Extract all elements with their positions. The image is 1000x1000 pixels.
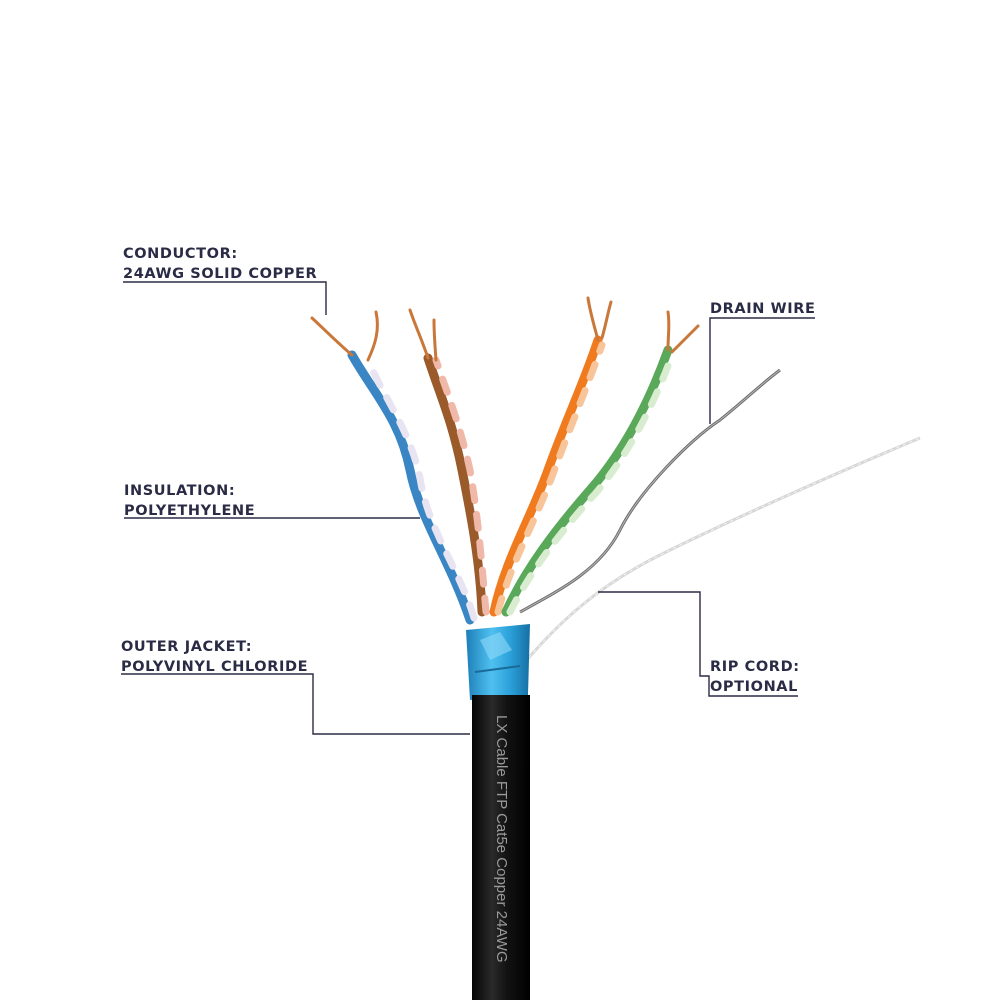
outer-jacket-leader (121, 673, 470, 735)
insulation-title: INSULATION: (124, 483, 236, 499)
twisted-pair-brown (408, 308, 490, 617)
jacket-print: LX Cable FTP Cat5e Copper 24AWG (493, 715, 510, 963)
rip-cord-label: RIP CORD: OPTIONAL (710, 657, 800, 697)
drain-wire (519, 368, 781, 614)
conductor-leader (123, 281, 327, 315)
twisted-pair-green (501, 310, 700, 617)
outer-jacket-title: OUTER JACKET: (121, 639, 253, 655)
rip-cord-detail: OPTIONAL (710, 679, 798, 695)
leader-lines (121, 281, 815, 735)
outer-jacket-label: OUTER JACKET: POLYVINYL CHLORIDE (121, 637, 308, 677)
conductor-detail: 24AWG SOLID COPPER (123, 266, 318, 282)
drain-wire-leader (709, 317, 815, 424)
insulation-label: INSULATION: POLYETHYLENE (124, 481, 255, 521)
outer-jacket: LX Cable FTP Cat5e Copper 24AWG (472, 695, 530, 1000)
outer-jacket-detail: POLYVINYL CHLORIDE (121, 659, 309, 675)
conductor-label: CONDUCTOR: 24AWG SOLID COPPER (123, 244, 317, 284)
drain-wire-title: DRAIN WIRE (710, 301, 816, 317)
conductor-title: CONDUCTOR: (123, 246, 238, 262)
insulation-detail: POLYETHYLENE (124, 503, 256, 519)
rip-cord (518, 436, 921, 669)
foil-shield (466, 624, 530, 700)
twisted-pair-blue (310, 310, 478, 625)
drain-wire-label: DRAIN WIRE (710, 299, 815, 319)
rip-cord-leader (598, 591, 798, 697)
rip-cord-title: RIP CORD: (710, 659, 800, 675)
twisted-pair-orange (489, 296, 613, 617)
